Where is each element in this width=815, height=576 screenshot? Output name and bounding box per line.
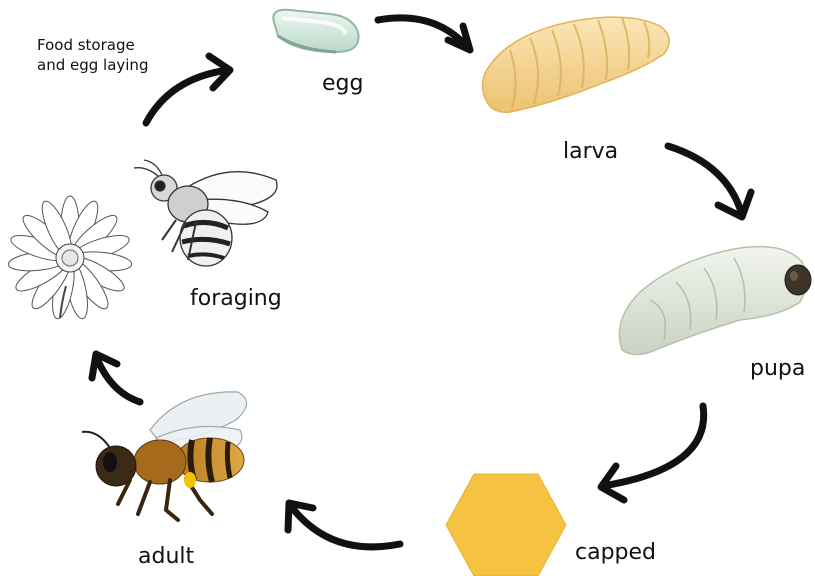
bee-sketch-illustration bbox=[134, 160, 277, 266]
adult-bee-illustration bbox=[82, 392, 247, 520]
stage-label-pupa: pupa bbox=[750, 358, 805, 380]
capped-cell-hexagon bbox=[446, 474, 566, 576]
stage-label-adult: adult bbox=[138, 546, 194, 568]
arrow-larva-to-pupa bbox=[668, 146, 751, 217]
flower-sketch-illustration bbox=[7, 196, 132, 321]
food-storage-note: Food storage and egg laying bbox=[37, 35, 187, 76]
food-storage-note-line2: and egg laying bbox=[37, 55, 187, 75]
pupa-eye bbox=[785, 265, 811, 295]
stage-label-egg: egg bbox=[322, 73, 363, 95]
egg-illustration bbox=[273, 10, 358, 52]
stage-label-capped: capped bbox=[575, 542, 656, 564]
stage-label-foraging: foraging bbox=[190, 288, 282, 310]
arrow-egg-to-larva bbox=[378, 18, 470, 50]
arrow-pupa-to-capped bbox=[601, 406, 704, 500]
arrow-adult-to-foraging bbox=[92, 354, 140, 402]
arrow-capped-to-adult bbox=[288, 503, 400, 547]
pupa-illustration bbox=[619, 247, 811, 355]
food-storage-note-line1: Food storage bbox=[37, 35, 187, 55]
larva-illustration bbox=[482, 17, 669, 112]
stage-label-larva: larva bbox=[563, 141, 618, 163]
